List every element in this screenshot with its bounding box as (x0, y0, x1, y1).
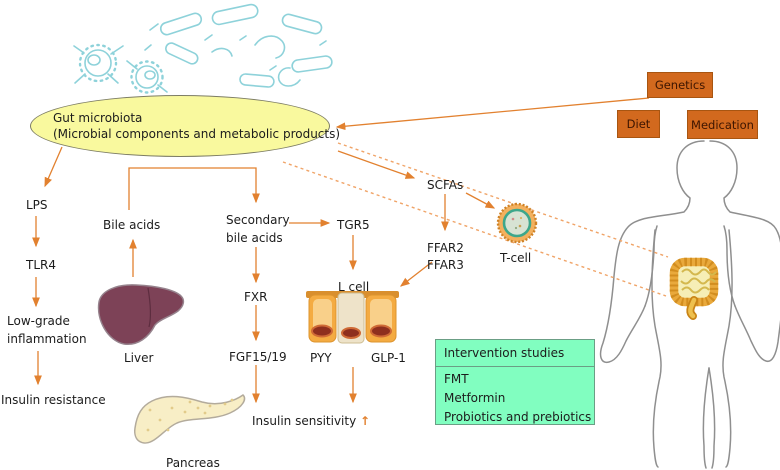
label-t-cell: T-cell (500, 251, 532, 265)
connector-bileacids-to-secondary (128, 167, 260, 210)
increase-arrow-icon: ↑ (360, 414, 371, 428)
intervention-item-fmt: FMT (444, 372, 469, 386)
intervention-item-probiotics: Probiotics and prebiotics (444, 410, 592, 424)
label-liver: Liver (124, 351, 154, 365)
label-pancreas: Pancreas (166, 456, 220, 470)
t-cell-illustration (496, 202, 538, 244)
human-body-outline (599, 140, 780, 469)
arrow-microbiota-to-lps (44, 146, 63, 188)
node-insulin-resistance: Insulin resistance (1, 393, 106, 407)
factor-box-medication: Medication (687, 110, 758, 139)
node-glp-1: GLP-1 (371, 351, 406, 365)
arrow-microbiota-to-scfas (337, 150, 416, 179)
node-ffar3: FFAR3 (427, 258, 464, 272)
node-bile-acids: Bile acids (103, 218, 161, 232)
arrow-scfas-to-tcell (465, 192, 496, 209)
pancreas-illustration (134, 394, 246, 444)
intestine-illustration (669, 257, 719, 320)
node-tlr4: TLR4 (26, 258, 56, 272)
factor-box-genetics: Genetics (647, 72, 713, 98)
node-ffar2: FFAR2 (427, 241, 464, 255)
node-lps: LPS (26, 198, 48, 212)
node-scfas: SCFAs (427, 178, 464, 192)
gut-microbiota-title: Gut microbiota (53, 111, 143, 125)
arrow-ffar-to-lcell (399, 261, 433, 287)
gut-microbiota-subtitle: (Microbial components and metabolic prod… (53, 127, 341, 141)
intervention-item-metformin: Metformin (444, 391, 506, 405)
node-insulin-sensitivity: Insulin sensitivity ↑ (252, 414, 371, 428)
factor-box-diet: Diet (617, 110, 660, 138)
node-secondary-bile-acids: Secondary bile acids (226, 213, 290, 245)
label-l-cell: L cell (338, 280, 370, 294)
intervention-title: Intervention studies (436, 340, 594, 367)
node-fxr: FXR (244, 290, 268, 304)
intervention-studies-box: Intervention studies FMT Metformin Probi… (435, 339, 595, 425)
node-fgf15-19: FGF15/19 (229, 350, 287, 364)
liver-illustration (97, 284, 185, 345)
node-low-grade-inflammation: Low-grade inflammation (7, 314, 87, 346)
l-cell-illustration (306, 291, 399, 344)
gut-microbiota-node: Gut microbiota (Microbial components and… (30, 95, 341, 157)
node-pyy: PYY (310, 351, 332, 365)
pathway-arrows (32, 97, 650, 404)
arrow-factors-to-microbiota (335, 97, 650, 131)
gut-bacteria-illustration (73, 3, 333, 94)
dotted-links (282, 142, 669, 297)
node-tgr5: TGR5 (337, 218, 370, 232)
